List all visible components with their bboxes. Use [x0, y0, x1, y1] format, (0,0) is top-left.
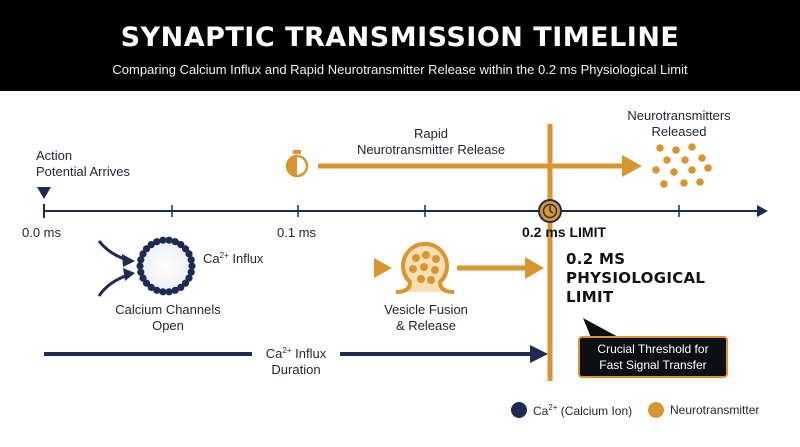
calcium-duration-arrow — [44, 345, 548, 363]
channel-bead — [153, 286, 161, 294]
stopwatch-icon — [285, 150, 309, 178]
released-label-line1: Neurotransmitters — [627, 108, 731, 123]
page-subtitle: Comparing Calcium Influx and Rapid Neuro… — [112, 62, 688, 77]
channel-bead — [139, 250, 147, 258]
ca-symbol: Ca — [203, 251, 220, 266]
channel-bead — [187, 268, 195, 276]
ca-symbol: Ca — [265, 346, 283, 361]
channel-bead — [181, 279, 190, 287]
channel-bead — [147, 283, 155, 291]
channel-bead — [185, 250, 193, 258]
vesicle-label: Vesicle Fusion & Release — [362, 302, 490, 334]
limit-line1: 0.2 MS — [566, 250, 626, 268]
release-label-line2: Neurotransmitter Release — [356, 142, 506, 157]
channel-bead — [171, 286, 179, 294]
channel-bead — [147, 241, 155, 249]
channel-bead — [188, 262, 196, 270]
calcium-influx-arrow — [200, 258, 392, 278]
release-label: Rapid Neurotransmitter Release — [320, 126, 542, 158]
callout-line2: Fast Signal Transfer — [599, 358, 707, 372]
calcium-legend-swatch — [511, 402, 527, 418]
duration-influx-text: Influx — [291, 346, 327, 361]
channel-bead — [177, 283, 185, 291]
physiological-limit-heading: 0.2 MS PHYSIOLOGICAL LIMIT — [566, 250, 766, 307]
page-title: SYNAPTIC TRANSMISSION TIMELINE — [120, 22, 680, 53]
channel-bead — [137, 268, 145, 276]
legend-ca-symbol: Ca — [533, 404, 549, 418]
threshold-callout: Crucial Threshold for Fast Signal Transf… — [578, 336, 728, 378]
vesicle-to-limit-arrow — [457, 257, 544, 279]
vesicle-line2: & Release — [396, 318, 456, 333]
channel-bead — [137, 256, 145, 264]
calcium-channels-line1: Calcium Channels — [115, 302, 221, 317]
influx-text: Influx — [228, 251, 264, 266]
channel-bead — [187, 256, 195, 264]
action-potential-label: Action Potential Arrives — [36, 148, 130, 180]
calcium-duration-label: Ca2+ Influx Duration — [252, 343, 340, 378]
channel-bead — [181, 245, 190, 253]
calcium-legend-label: Ca2+ (Calcium Ion) — [533, 403, 632, 418]
callout-line1: Crucial Threshold for — [597, 342, 709, 356]
release-label-line1: Rapid — [414, 126, 448, 141]
channel-bead — [185, 274, 193, 282]
channel-bead — [142, 245, 151, 253]
vesicle-fusion-icon — [395, 241, 455, 294]
released-label-line2: Released — [651, 124, 707, 139]
channel-bead — [153, 238, 161, 246]
channel-bead — [177, 241, 185, 249]
channel-bead — [165, 288, 173, 296]
time-axis — [43, 204, 768, 218]
duration-line2: Duration — [271, 362, 321, 377]
channel-bead — [159, 288, 167, 296]
action-potential-line1: Action — [36, 148, 73, 163]
limit-line2: PHYSIOLOGICAL — [566, 269, 706, 287]
neurotransmitter-legend-label: Neurotransmitter — [670, 403, 760, 417]
released-neurotransmitters — [652, 143, 712, 188]
calcium-channel-icon — [136, 236, 196, 296]
channel-bead — [142, 279, 151, 287]
action-potential-line2: Potential Arrives — [36, 164, 130, 179]
released-label: Neurotransmitters Released — [604, 108, 754, 140]
channel-bead — [159, 236, 167, 244]
calcium-channels-line2: Open — [152, 318, 184, 333]
channel-bead — [136, 262, 144, 270]
header-banner: SYNAPTIC TRANSMISSION TIMELINE Comparing… — [0, 0, 800, 91]
calcium-influx-label: Ca2+ Influx — [203, 248, 263, 267]
callout-pointer — [583, 318, 620, 340]
channel-bead — [165, 236, 173, 244]
action-potential-marker — [37, 187, 51, 199]
neurotransmitter-legend-swatch — [648, 402, 664, 418]
legend-ca-charge: 2+ — [548, 403, 558, 412]
tick-label-1: 0.1 ms — [277, 225, 317, 240]
ca-charge: 2+ — [282, 346, 292, 355]
calcium-channels-label: Calcium Channels Open — [100, 302, 236, 334]
channel-bead — [139, 274, 147, 282]
legend-ca-text: (Calcium Ion) — [557, 404, 633, 418]
vesicle-line1: Vesicle Fusion — [384, 302, 468, 317]
release-arrow — [318, 155, 642, 177]
tick-label-limit: 0.2 ms LIMIT — [522, 224, 607, 240]
tick-label-0: 0.0 ms — [22, 225, 62, 240]
clock-icon — [538, 199, 562, 223]
channel-bead — [171, 238, 179, 246]
ca-charge: 2+ — [219, 251, 229, 260]
limit-line3: LIMIT — [566, 288, 614, 306]
